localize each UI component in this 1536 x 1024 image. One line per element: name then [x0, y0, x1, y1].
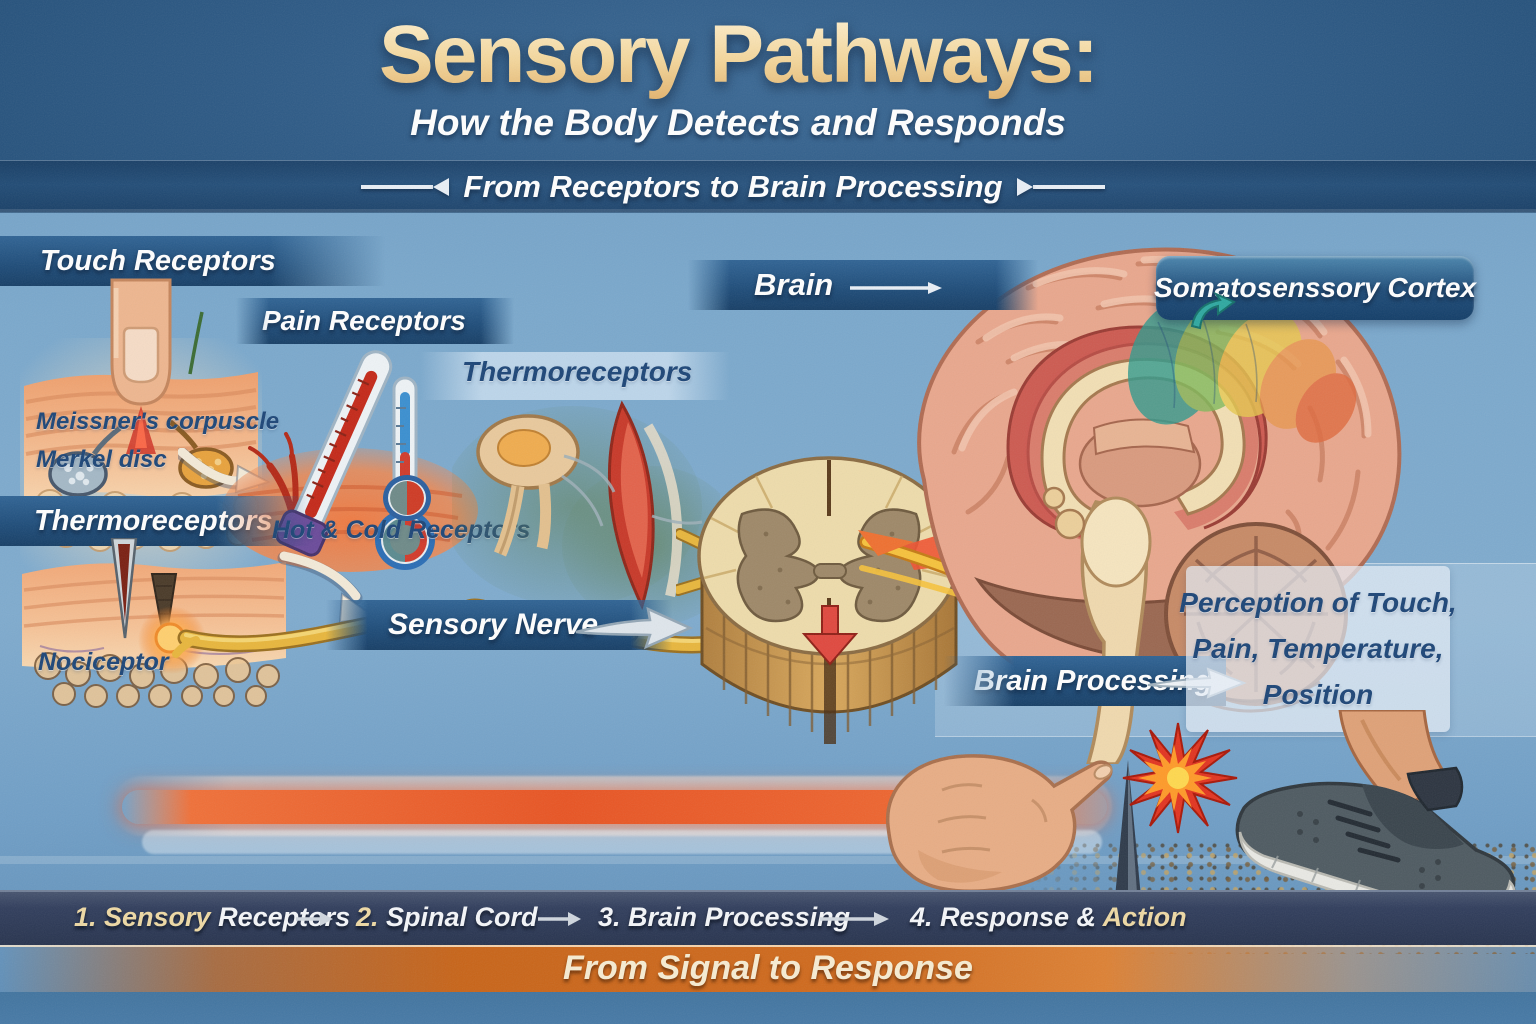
page-subtitle: How the Body Detects and Responds: [410, 102, 1066, 143]
sensory-nerve-label: Sensory Nerve: [388, 608, 599, 641]
steps-bar: 1. Sensory Receptors 2. Spinal Cord 3. B…: [0, 890, 1536, 945]
step-2-number: 2.: [356, 902, 387, 932]
hot-cold-dial-icon: [383, 475, 431, 521]
thermoreceptors-mid-label: Thermoreceptors: [462, 356, 693, 387]
step-4-label: 4. Response &: [910, 902, 1103, 932]
page-title: Sensory Pathways:: [0, 8, 1536, 102]
signal-response-label: From Signal to Response: [563, 949, 973, 987]
hand-illustration: [885, 754, 1113, 894]
tagline-band: From Receptors to Brain Processing: [0, 160, 1536, 213]
perception-panel: Perception of Touch, Pain, Temperature, …: [1179, 566, 1457, 732]
step-3-label: 3. Brain Processing: [598, 902, 851, 932]
touch-receptors-label: Touch Receptors: [40, 244, 276, 277]
step-1-number: 1. Sensory: [74, 902, 219, 932]
teal-swoosh-icon: [1190, 292, 1236, 330]
step-arrow-icon: [538, 912, 581, 926]
step-4: 4. Response & Action: [910, 892, 1187, 945]
brain-pointer-line-icon: [850, 282, 942, 294]
step-3: 3. Brain Processing: [598, 892, 850, 945]
footer-strip: [0, 992, 1536, 1024]
signal-response-bar: From Signal to Response: [0, 945, 1536, 995]
tagline-right-ornament: [1016, 178, 1105, 196]
perception-line-2: Pain, Temperature,: [1192, 632, 1444, 664]
merkel-label: Merkel disc: [36, 446, 167, 473]
tagline-left-ornament: [361, 178, 450, 196]
tagline-text: From Receptors to Brain Processing: [463, 169, 1003, 204]
nociceptor-label: Nociceptor: [38, 648, 169, 676]
step-2: 2. Spinal Cord: [356, 892, 538, 945]
step-arrow-icon: [296, 912, 333, 926]
step-arrow-icon: [820, 912, 889, 926]
brain-label: Brain: [754, 267, 834, 302]
perception-line-1: Perception of Touch,: [1179, 586, 1457, 618]
thermoreceptors-left-label: Thermoreceptors: [34, 504, 273, 537]
step-2-label: Spinal Cord: [386, 902, 538, 932]
step-4-highlight: Action: [1102, 902, 1187, 932]
pain-receptors-label: Pain Receptors: [262, 305, 466, 336]
